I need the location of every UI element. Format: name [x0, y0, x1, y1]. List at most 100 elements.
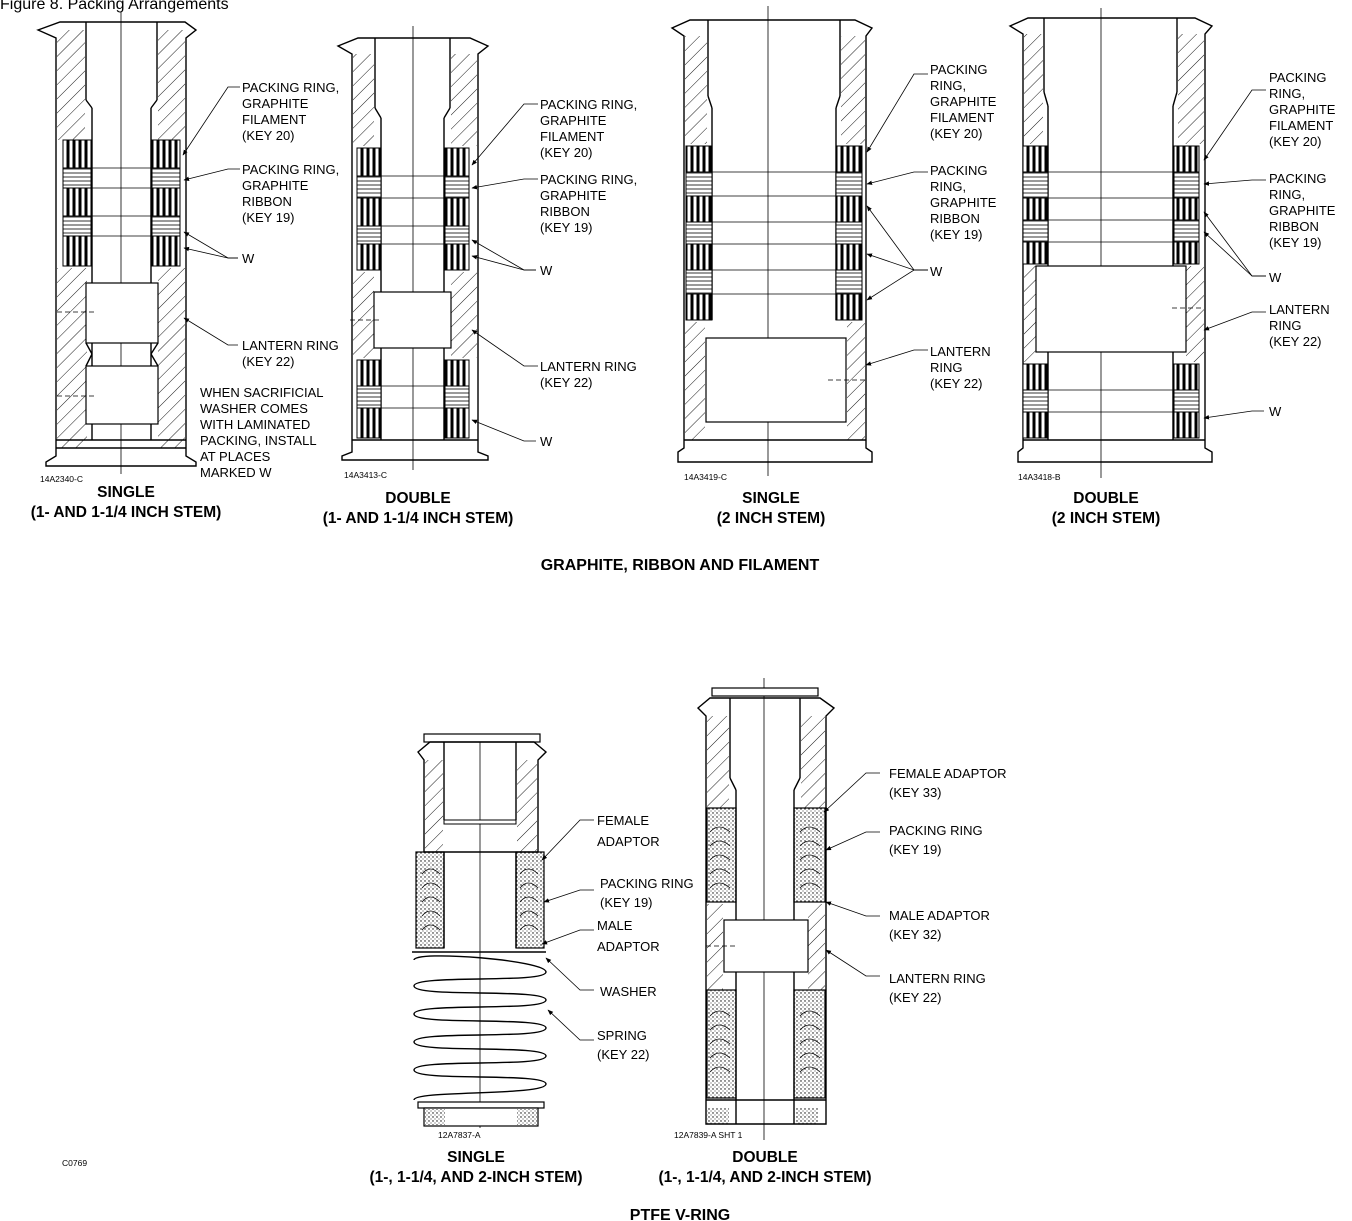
fig1-label: (KEY 20)	[242, 128, 295, 143]
fig2-label: RIBBON	[540, 204, 590, 219]
fig1-label: FILAMENT	[242, 112, 306, 127]
fig1-title: SINGLE	[97, 484, 155, 501]
fig5-label: MALE	[597, 918, 633, 933]
fig1-label: W	[242, 251, 255, 266]
figure-double-1in: 14A3413-C	[336, 26, 538, 480]
fig3-label: (KEY 22)	[930, 376, 983, 391]
fig3-label: GRAPHITE	[930, 94, 997, 109]
fig1-label: PACKING RING,	[242, 162, 339, 177]
fig1-note: PACKING, INSTALL	[200, 433, 317, 448]
fig5-subtitle: (1-, 1-1/4, AND 2-INCH STEM)	[369, 1169, 582, 1186]
fig6-label: PACKING RING	[889, 823, 983, 838]
fig6-subtitle: (1-, 1-1/4, AND 2-INCH STEM)	[658, 1169, 871, 1186]
fig4-label: RING	[1269, 318, 1302, 333]
fig3-label: (KEY 19)	[930, 227, 983, 242]
fig6-drawing-code: 12A7839-A SHT 1	[674, 1130, 743, 1140]
fig6-label: LANTERN RING	[889, 971, 986, 986]
fig6-label: (KEY 33)	[889, 785, 942, 800]
figure-ptfe-double: 12A7839-A SHT 1	[674, 678, 880, 1140]
figure-double-2in: 14A3418-B	[1008, 8, 1266, 482]
fig6-title: DOUBLE	[732, 1149, 797, 1166]
fig5-label: (KEY 19)	[600, 895, 653, 910]
fig1-note: WITH LAMINATED	[200, 417, 310, 432]
fig4-label: FILAMENT	[1269, 118, 1333, 133]
fig2-drawing-code: 14A3413-C	[344, 470, 387, 480]
fig1-label: GRAPHITE	[242, 96, 309, 111]
fig3-label: LANTERN	[930, 344, 991, 359]
fig6-label: (KEY 32)	[889, 927, 942, 942]
fig3-drawing-code: 14A3419-C	[684, 472, 727, 482]
fig4-callouts: PACKING RING, GRAPHITE FILAMENT (KEY 20)…	[1269, 70, 1336, 419]
fig5-label: FEMALE	[597, 813, 649, 828]
fig3-subtitle: (2 INCH STEM)	[717, 510, 826, 527]
fig5-label: PACKING RING	[600, 876, 694, 891]
fig5-title: SINGLE	[447, 1149, 505, 1166]
fig2-title: DOUBLE	[385, 490, 450, 507]
fig1-callouts: PACKING RING, GRAPHITE FILAMENT (KEY 20)…	[200, 80, 339, 480]
fig4-label: W	[1269, 404, 1282, 419]
fig3-label: RING,	[930, 179, 966, 194]
figure-ptfe-single: 12A7837-A	[412, 733, 594, 1140]
fig6-label: MALE ADAPTOR	[889, 908, 990, 923]
fig2-label: GRAPHITE	[540, 113, 607, 128]
fig3-label: PACKING	[930, 163, 988, 178]
fig5-label: ADAPTOR	[597, 834, 660, 849]
fig2-label: LANTERN RING	[540, 359, 637, 374]
fig3-label: GRAPHITE	[930, 195, 997, 210]
fig2-label: W	[540, 434, 553, 449]
fig4-label: RING,	[1269, 86, 1305, 101]
fig5-label: (KEY 22)	[597, 1047, 650, 1062]
fig6-callouts: FEMALE ADAPTOR (KEY 33) PACKING RING (KE…	[889, 766, 1007, 1005]
fig2-subtitle: (1- AND 1-1/4 INCH STEM)	[323, 510, 514, 527]
fig5-label: WASHER	[600, 984, 657, 999]
fig1-label: (KEY 19)	[242, 210, 295, 225]
fig1-subtitle: (1- AND 1-1/4 INCH STEM)	[31, 504, 222, 521]
graphite-section-title: GRAPHITE, RIBBON AND FILAMENT	[541, 557, 820, 574]
fig5-label: ADAPTOR	[597, 939, 660, 954]
fig3-label: FILAMENT	[930, 110, 994, 125]
fig2-callouts: PACKING RING, GRAPHITE FILAMENT (KEY 20)…	[540, 97, 637, 449]
fig4-label: W	[1269, 270, 1282, 285]
figure-single-1in: 14A2340-C	[36, 12, 240, 484]
fig5-label: SPRING	[597, 1028, 647, 1043]
fig3-label: (KEY 20)	[930, 126, 983, 141]
fig1-label: (KEY 22)	[242, 354, 295, 369]
fig3-label: RIBBON	[930, 211, 980, 226]
fig4-label: RING,	[1269, 187, 1305, 202]
fig4-label: (KEY 19)	[1269, 235, 1322, 250]
fig4-subtitle: (2 INCH STEM)	[1052, 510, 1161, 527]
fig1-drawing-code: 14A2340-C	[40, 474, 83, 484]
fig2-label: (KEY 19)	[540, 220, 593, 235]
fig5-drawing-code: 12A7837-A	[438, 1130, 481, 1140]
fig1-note: WASHER COMES	[200, 401, 308, 416]
fig1-label: GRAPHITE	[242, 178, 309, 193]
fig6-label: FEMALE ADAPTOR	[889, 766, 1007, 781]
fig4-drawing-code: 14A3418-B	[1018, 472, 1061, 482]
fig2-label: (KEY 20)	[540, 145, 593, 160]
ptfe-section-title: PTFE V-RING	[630, 1207, 730, 1221]
fig3-label: PACKING	[930, 62, 988, 77]
fig2-label: GRAPHITE	[540, 188, 607, 203]
fig6-label: (KEY 19)	[889, 842, 942, 857]
fig2-label: FILAMENT	[540, 129, 604, 144]
fig1-label: LANTERN RING	[242, 338, 339, 353]
fig4-label: PACKING	[1269, 171, 1327, 186]
fig1-label: PACKING RING,	[242, 80, 339, 95]
figure-header: Figure 8. Packing Arrangements	[0, 0, 229, 13]
fig5-callouts: FEMALE ADAPTOR PACKING RING (KEY 19) MAL…	[597, 813, 694, 1062]
fig4-label: GRAPHITE	[1269, 102, 1336, 117]
fig3-callouts: PACKING RING, GRAPHITE FILAMENT (KEY 20)…	[930, 62, 997, 391]
fig6-label: (KEY 22)	[889, 990, 942, 1005]
fig4-label: LANTERN	[1269, 302, 1330, 317]
fig4-label: (KEY 22)	[1269, 334, 1322, 349]
fig2-label: PACKING RING,	[540, 97, 637, 112]
fig3-title: SINGLE	[742, 490, 800, 507]
fig2-label: PACKING RING,	[540, 172, 637, 187]
fig3-label: RING,	[930, 78, 966, 93]
figure-single-2in: 14A3419-C	[670, 6, 928, 482]
fig4-label: PACKING	[1269, 70, 1327, 85]
fig4-title: DOUBLE	[1073, 490, 1138, 507]
fig1-label: RIBBON	[242, 194, 292, 209]
fig3-label: RING	[930, 360, 963, 375]
